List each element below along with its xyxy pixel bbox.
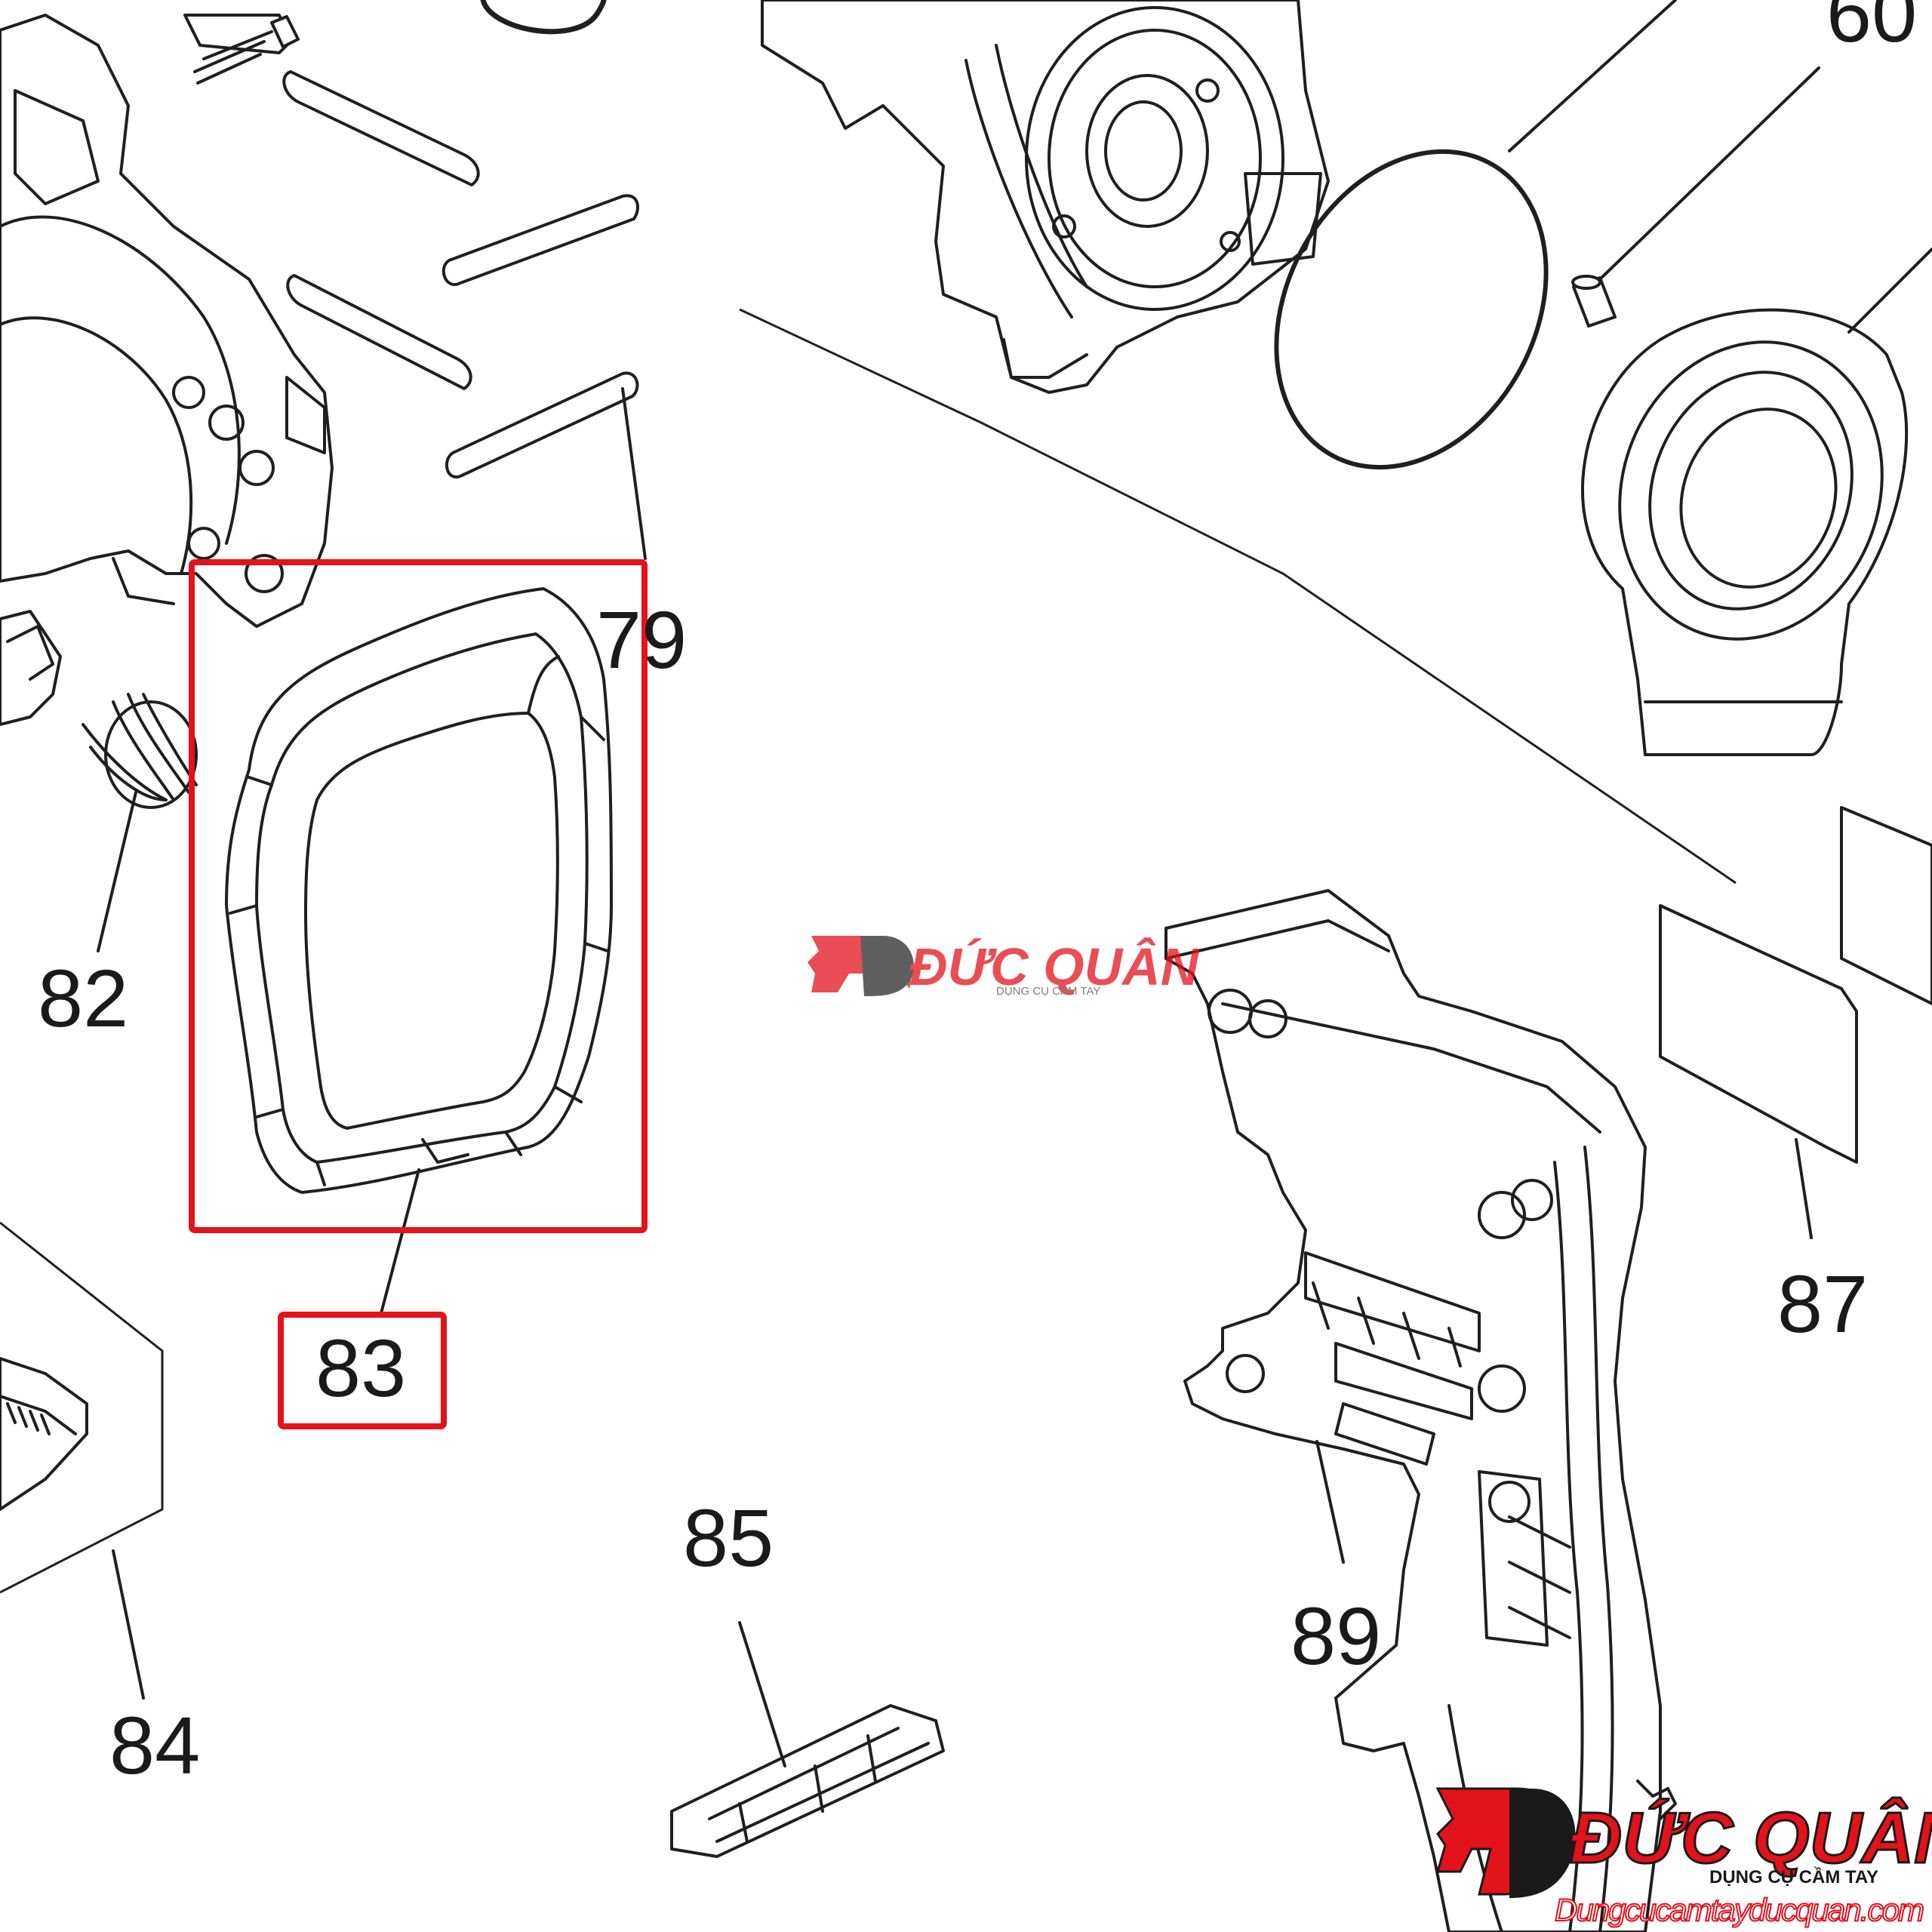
highlight-box-part-83 [189,559,648,1233]
o-ring-part [1274,0,1677,470]
corner-watermark-tagline: DỤNG CỤ CẦM TAY [1709,1866,1878,1887]
highlight-box-label-83 [278,1312,447,1429]
drill-d-logo-icon-corner [1435,1787,1576,1898]
part-label-84: 84 [109,1700,200,1791]
part-label-60: 60 [1826,0,1917,59]
battery-cover-part [0,1221,164,1700]
corner-watermark: ĐỨC QUÂN DỤNG CỤ CẦM TAY Dungcucamtayduc… [1435,1787,1932,1928]
part-label-87: 87 [1777,1258,1868,1349]
part-label-82: 82 [38,952,128,1044]
circular-bracket-part [1581,248,1932,756]
spring-part [0,610,198,952]
part-label-79: 79 [596,594,687,685]
screw-part [183,14,300,85]
label-plate-parts [1659,806,1932,1239]
corner-watermark-url: Dungcucamtayducquan.com [1555,1892,1924,1927]
pin-parts [282,70,647,560]
section-divider-line [739,308,1737,884]
o-ring-top-part [480,0,607,35]
housing-half-part [1164,889,1677,1932]
part-label-83: 83 [315,1322,406,1414]
drill-d-logo-icon [808,936,914,996]
roller-part [1571,66,1820,328]
gasket-frame-part [225,587,613,1315]
gear-housing-part [761,0,1330,394]
part-label-89: 89 [1291,1590,1381,1681]
part-label-85: 85 [683,1492,774,1583]
switch-lever-part [670,1621,945,1858]
center-watermark: ĐỨC QUÂN DỤNG CỤ CẦM TAY [808,936,1200,998]
center-watermark-brand: ĐỨC QUÂN [909,937,1200,996]
corner-watermark-brand: ĐỨC QUÂN [1570,1797,1932,1878]
motor-housing-part [0,14,334,628]
center-watermark-tagline: DỤNG CỤ CẦM TAY [996,985,1100,998]
